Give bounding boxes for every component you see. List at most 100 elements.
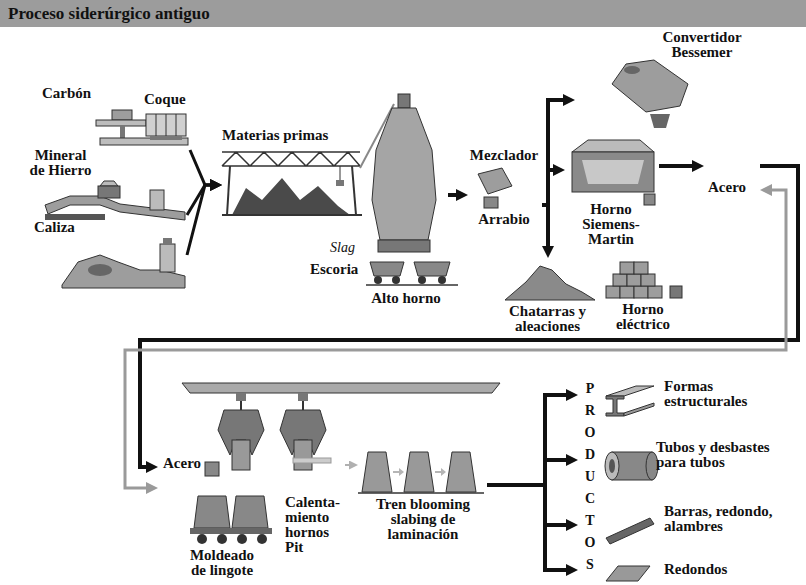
ore-handling	[150, 190, 164, 210]
bessemer-converter	[612, 60, 688, 128]
siemens-martin-furnace	[644, 194, 655, 205]
rolling-stands	[358, 492, 484, 494]
blast-furnace	[366, 284, 458, 286]
blast-furnace	[418, 276, 426, 284]
ingot-crane	[298, 393, 308, 401]
flow-arrow	[190, 150, 210, 185]
plate	[606, 566, 650, 581]
ingot-crane	[232, 440, 250, 470]
limestone-quarry	[160, 244, 175, 272]
flow-arrow	[487, 460, 566, 485]
siemens-martin-furnace	[572, 152, 654, 192]
stage-label: Acero	[708, 180, 746, 195]
diagram-title: Proceso siderúrgico antiguo	[8, 4, 210, 23]
rolling-stands	[404, 452, 434, 492]
stage-label: Tren blooming slabing de laminación	[363, 497, 483, 542]
flow-arrow	[659, 164, 692, 168]
mixer	[478, 168, 512, 208]
scrap-pile	[505, 266, 595, 300]
blast-furnace	[374, 276, 382, 284]
stage-label: Mineral de Hierro	[27, 148, 94, 178]
mixer	[478, 168, 512, 194]
blast-furnace	[372, 108, 436, 240]
blast-furnace	[398, 94, 410, 108]
flow-arrow	[542, 170, 553, 205]
coal-plant	[96, 110, 188, 145]
slag-label: Slag	[330, 240, 355, 255]
coal-plant	[96, 120, 146, 126]
flow-arrow	[542, 100, 563, 205]
coke-oven	[146, 114, 186, 136]
tube	[605, 452, 658, 480]
rolling-stands	[362, 452, 392, 492]
coke-oven	[150, 136, 182, 140]
stockyard: Materias primas	[222, 128, 362, 220]
hot-slab	[293, 458, 331, 463]
coal-plant	[120, 126, 125, 138]
electric-furnace	[634, 262, 648, 274]
steel-sample	[205, 462, 219, 476]
product: Redondos	[578, 558, 800, 582]
stockyard-crane	[222, 152, 360, 166]
structural-beam	[606, 396, 624, 416]
ingot-moulds	[190, 528, 272, 534]
bar	[606, 518, 654, 544]
stockyard-crane	[222, 152, 362, 215]
electric-furnace	[613, 274, 627, 286]
steel-sample	[205, 462, 219, 476]
ingot-moulds	[257, 534, 267, 544]
stockyard-crane	[352, 166, 356, 215]
electric-furnace	[620, 286, 634, 298]
stage-label: Coque	[144, 92, 186, 107]
plate	[606, 566, 650, 581]
scrap-pile	[505, 266, 595, 300]
blast-furnace	[438, 276, 446, 284]
limestone-quarry	[88, 264, 112, 276]
electric-furnace	[606, 286, 620, 298]
hot-slab	[293, 458, 331, 463]
stage-label: Acero	[163, 456, 201, 471]
blast-furnace	[360, 94, 458, 285]
rolling-stands	[441, 468, 446, 476]
stage-label: Calenta- miento hornos Pit	[285, 495, 343, 555]
stage-label: Redondos	[664, 562, 727, 577]
rolling-mill: Tren blooming slabing de laminación	[358, 445, 487, 545]
rolling-stands	[399, 468, 404, 476]
stage-label: Materias primas	[222, 128, 328, 143]
coal-plant	[112, 110, 132, 120]
blast-furnace	[378, 240, 430, 252]
ore-handling	[45, 181, 185, 220]
ore-handling	[100, 181, 118, 186]
product: Barras, redondo, alambres	[578, 502, 800, 547]
ingot-moulds	[197, 534, 207, 544]
ingot-moulds	[237, 534, 247, 544]
products-heading: PRODUCTOS	[582, 378, 598, 576]
flow-arrow	[187, 185, 210, 255]
stage-label: Tubos y desbastes para tubos	[656, 440, 798, 470]
flow-arrow	[487, 485, 566, 525]
mixer	[484, 197, 498, 208]
stage-label: Horno Siemens-Martin	[565, 202, 657, 247]
stockyard-crane	[232, 178, 350, 215]
stage-label: Formas estructurales	[664, 379, 764, 409]
ore-handling	[98, 186, 120, 198]
stage-label: Barras, redondo, alambres	[664, 504, 786, 534]
bessemer-converter	[650, 114, 670, 128]
flow-arrow	[487, 395, 566, 485]
ingot-crane	[182, 383, 500, 393]
electric-furnace	[606, 262, 682, 298]
stage-label: Moldeado de lingote	[184, 548, 260, 578]
rolling-stands	[446, 452, 476, 492]
stage-label: Convertidor Bessemer	[647, 30, 757, 60]
flow-arrow	[448, 193, 456, 197]
blast-furnace: Alto horno	[366, 92, 448, 308]
stage-label: Chatarras y aleaciones	[500, 304, 595, 334]
electric-furnace	[620, 262, 634, 274]
coke-oven	[166, 114, 167, 136]
stockyard-crane	[227, 166, 230, 215]
coke-oven	[146, 114, 186, 140]
limestone-quarry	[163, 238, 172, 244]
ingot-moulds	[217, 534, 227, 544]
product: Tubos y desbastes para tubos	[578, 436, 800, 490]
